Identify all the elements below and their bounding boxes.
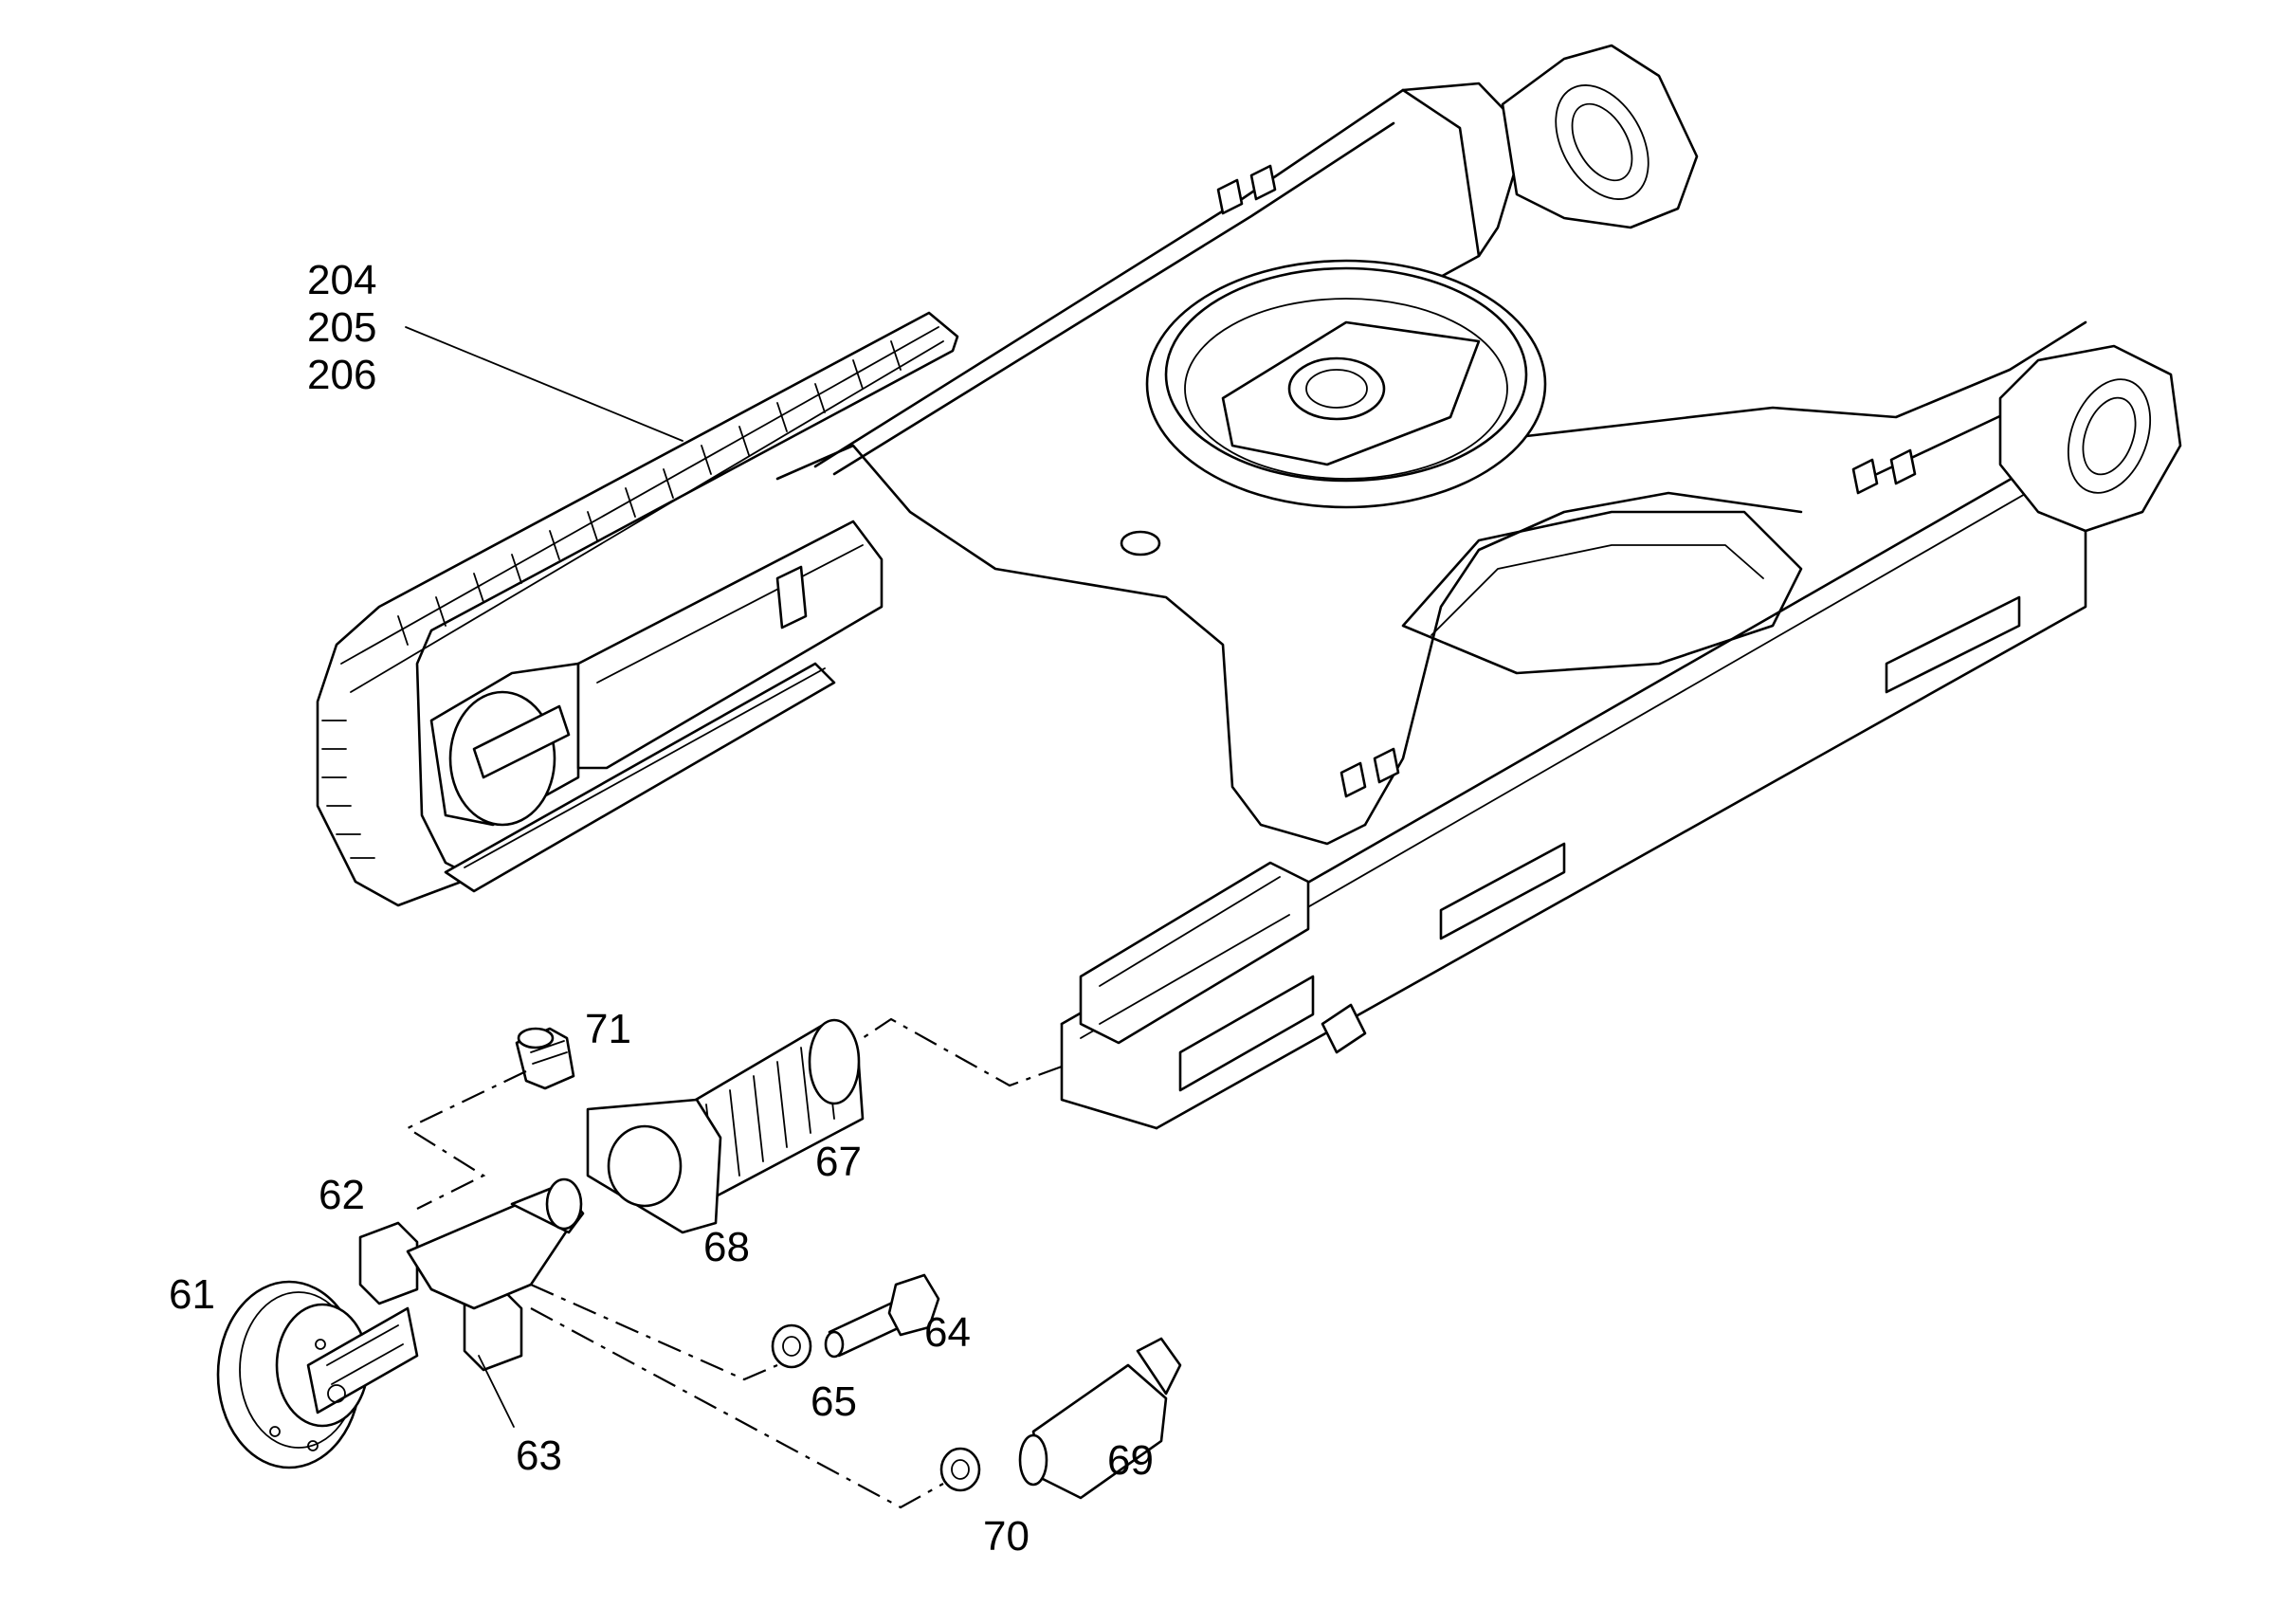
grease-fitting — [515, 1027, 575, 1090]
callout-64: 64 — [924, 1309, 971, 1356]
callout-206: 206 — [307, 352, 376, 398]
bolt — [824, 1273, 940, 1359]
callout-labels: 204 205 206 71 67 62 68 61 64 65 63 69 7… — [169, 257, 1154, 1560]
idler-wheel — [216, 1280, 419, 1469]
washer-70 — [939, 1447, 981, 1492]
washer-65 — [771, 1323, 812, 1369]
leader-lines — [405, 326, 683, 1428]
callout-62: 62 — [319, 1172, 365, 1218]
rubber-track — [316, 311, 959, 907]
callout-71: 71 — [585, 1006, 631, 1052]
callout-65: 65 — [811, 1378, 857, 1425]
spring-retainer — [586, 1098, 722, 1234]
callout-68: 68 — [703, 1224, 750, 1270]
callout-63: 63 — [516, 1432, 562, 1479]
assembly-lines — [405, 1017, 1063, 1509]
track-frame — [775, 44, 2182, 1130]
callout-61: 61 — [169, 1271, 215, 1318]
callout-69: 69 — [1107, 1437, 1154, 1484]
yoke — [358, 1177, 585, 1372]
grease-cylinder — [1018, 1337, 1182, 1500]
callout-67: 67 — [815, 1139, 862, 1185]
callout-205: 205 — [307, 304, 376, 351]
callout-204: 204 — [307, 257, 376, 303]
callout-70: 70 — [983, 1513, 1030, 1560]
